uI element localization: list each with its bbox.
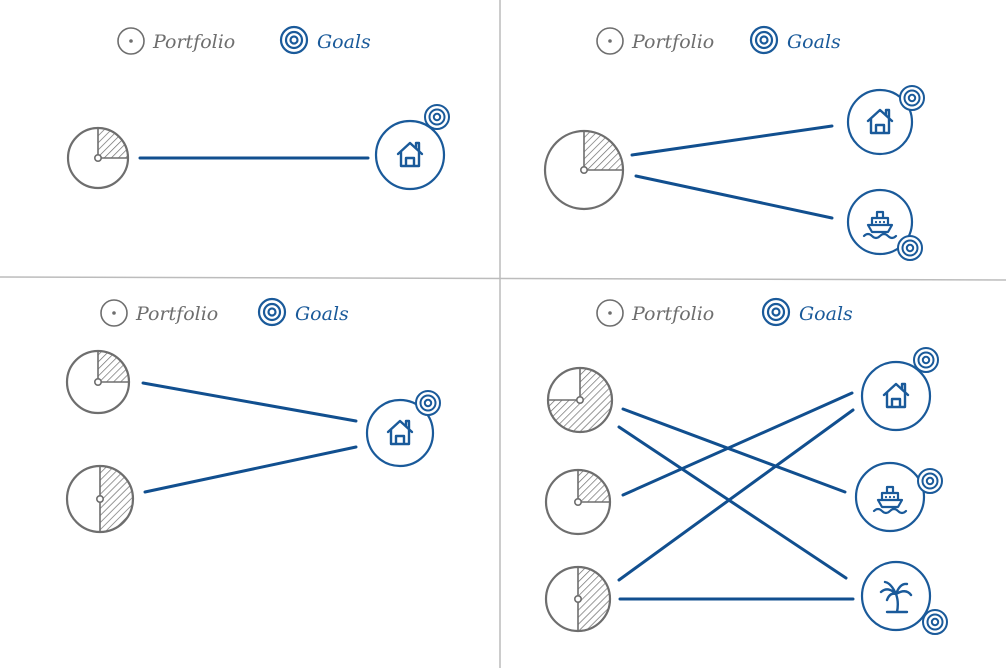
- link-p3-g1: [617, 408, 855, 582]
- portfolio-legend-dot: [608, 311, 612, 315]
- legend-top-right: Portfolio Goals: [596, 25, 841, 55]
- goals-legend-icon: [749, 25, 779, 55]
- link-p1-g1: [630, 124, 834, 157]
- portfolio-legend-dot: [112, 311, 116, 315]
- link-p2-g1: [143, 445, 358, 494]
- goal-node-g1: [846, 85, 925, 156]
- link-p2-g1: [621, 391, 854, 497]
- goal-target-icon: [424, 104, 450, 130]
- link-p1-g1: [141, 381, 358, 423]
- portfolio-pie-p2: [544, 468, 612, 536]
- goals-legend-icon: [761, 297, 791, 327]
- portfolio-legend-dot: [129, 39, 133, 43]
- goals-legend-icon: [279, 25, 309, 55]
- goal-node-g1: [374, 104, 450, 191]
- goal-target-icon: [899, 85, 925, 111]
- link-p1-g3: [617, 425, 848, 580]
- goal-target-icon: [922, 609, 948, 635]
- legend-goals-label: Goals: [787, 31, 841, 53]
- legend-goals-label: Goals: [295, 303, 349, 325]
- goals-legend-icon: [257, 297, 287, 327]
- goal-target-icon: [415, 390, 441, 416]
- panels-layer: [65, 85, 948, 635]
- horizontal-divider: [0, 276, 1006, 281]
- panel-single-portfolio-two-goals: [543, 85, 925, 261]
- link-p1-g2: [621, 407, 847, 494]
- goal-target-icon: [913, 347, 939, 373]
- portfolio-pie-p2: [65, 464, 135, 534]
- portfolio-pie-p1: [66, 126, 130, 190]
- panel-two-portfolios-single-goal: [65, 349, 441, 534]
- portfolio-pie-p3: [544, 565, 612, 633]
- panel-three-portfolios-three-goals: [544, 347, 948, 635]
- goal-target-icon: [917, 468, 943, 494]
- goal-node-g2: [846, 188, 923, 261]
- legend-top-left: Portfolio Goals: [117, 25, 371, 55]
- legend-portfolio-label: Portfolio: [631, 31, 714, 53]
- legend-portfolio-label: Portfolio: [135, 303, 218, 325]
- portfolio-legend-dot: [608, 39, 612, 43]
- portfolio-pie-p1: [543, 129, 625, 211]
- goal-node-g1: [365, 390, 441, 468]
- portfolio-pie-p1: [546, 366, 614, 434]
- link-p1-g2: [634, 174, 834, 220]
- portfolio-pie-p1: [65, 349, 131, 415]
- legend-bottom-left: Portfolio Goals: [100, 297, 349, 327]
- legend-goals-label: Goals: [317, 31, 371, 53]
- legend-portfolio-label: Portfolio: [631, 303, 714, 325]
- legend-bottom-right: Portfolio Goals: [596, 297, 853, 327]
- legend-goals-label: Goals: [799, 303, 853, 325]
- panel-single-portfolio-single-goal: [66, 104, 450, 191]
- goal-node-g2: [854, 461, 943, 533]
- goal-node-g3: [860, 560, 948, 635]
- goal-node-g1: [860, 347, 939, 432]
- goal-target-icon: [897, 235, 923, 261]
- legend-portfolio-label: Portfolio: [152, 31, 235, 53]
